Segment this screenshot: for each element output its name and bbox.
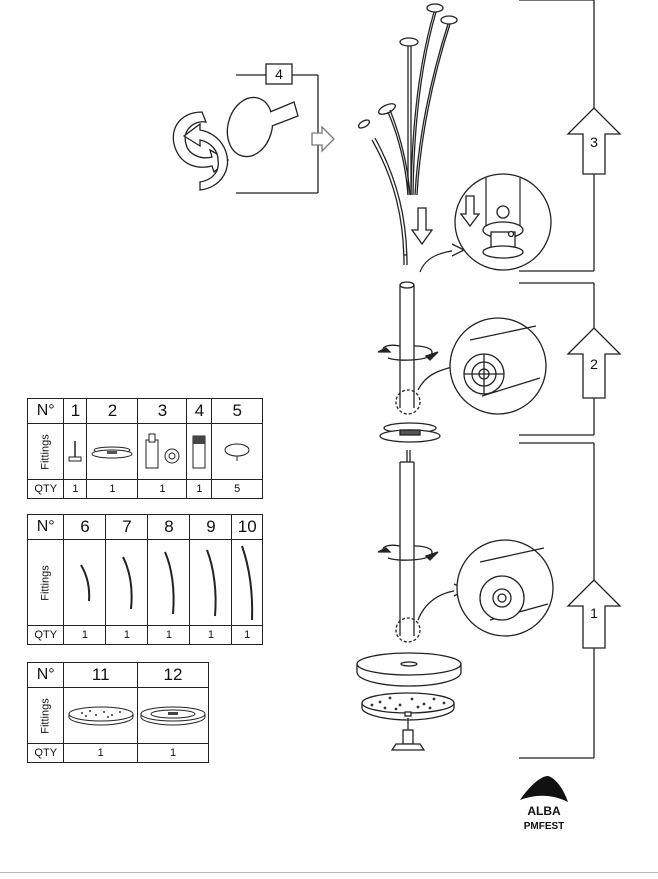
lamp-base xyxy=(356,652,462,751)
table1-col-4: 4 xyxy=(186,398,213,424)
table3-col-12: 12 xyxy=(137,662,209,688)
fitting-4-socket-icon xyxy=(186,423,213,480)
step4-number: 4 xyxy=(275,66,283,82)
lamp-arms-bundle xyxy=(357,3,466,273)
table2-qty-8: 1 xyxy=(147,625,191,645)
alba-logo xyxy=(520,776,568,802)
step-brackets xyxy=(519,0,595,759)
parts-table-2: N° 6 7 8 9 10 Fittings QTY 1 1 1 1 1 xyxy=(26,514,263,645)
table3-qty-label: QTY xyxy=(26,743,65,763)
table3-qty-11: 1 xyxy=(63,743,138,763)
step4-number-box xyxy=(265,63,293,85)
table2-col-6: 6 xyxy=(63,514,107,540)
table1-qty-2: 1 xyxy=(86,479,139,499)
table2-col-9: 9 xyxy=(189,514,233,540)
step4-rotate-shade-illustration xyxy=(172,74,335,194)
step1-number: 1 xyxy=(590,605,598,621)
fitting-6-arm-icon xyxy=(63,539,107,626)
detail-tube-end-middle xyxy=(449,317,547,415)
table1-col-2: 2 xyxy=(86,398,139,424)
table3-fittings-label: Fittings xyxy=(39,697,52,734)
table3-col-11: 11 xyxy=(63,662,138,688)
parts-table-3: N° 11 12 Fittings QTY 1 1 xyxy=(26,662,209,763)
table2-qty-label: QTY xyxy=(26,625,65,645)
table2-qty-9: 1 xyxy=(189,625,233,645)
table1-fittings-label: Fittings xyxy=(39,433,52,470)
fitting-12-base-cover-icon xyxy=(137,687,209,744)
fitting-10-arm-icon xyxy=(231,539,263,626)
lower-tube xyxy=(377,450,468,643)
parts-table-1: N° 1 2 3 4 5 Fittings QTY 1 1 1 1 5 xyxy=(26,398,263,499)
step2-arrow-icon xyxy=(566,327,622,399)
table2-col-7: 7 xyxy=(105,514,149,540)
table1-col-3: 3 xyxy=(137,398,188,424)
fitting-2-connector-plate-icon xyxy=(86,423,139,480)
table2-qty-6: 1 xyxy=(63,625,107,645)
detail-tube-end-lower xyxy=(456,539,554,637)
fitting-8-arm-icon xyxy=(147,539,191,626)
table1-col-5: 5 xyxy=(211,398,263,424)
fitting-11-base-plate-icon xyxy=(63,687,138,744)
page-bottom-divider xyxy=(0,872,658,873)
detail-socket-top xyxy=(454,173,552,271)
table2-col-10: 10 xyxy=(231,514,263,540)
step3-arrow-icon xyxy=(566,107,622,175)
brand-sub: PMFEST xyxy=(524,821,565,832)
table2-qty-7: 1 xyxy=(105,625,149,645)
fitting-7-arm-icon xyxy=(105,539,149,626)
fitting-3-tube-joint-icon xyxy=(137,423,188,480)
table2-no-label: N° xyxy=(26,514,65,540)
step2-number: 2 xyxy=(590,356,598,372)
table1-qty-label: QTY xyxy=(26,479,65,499)
table3-qty-12: 1 xyxy=(137,743,209,763)
table1-qty-3: 1 xyxy=(137,479,188,499)
connector-plate xyxy=(379,422,441,443)
table1-no-label: N° xyxy=(26,398,65,424)
table2-fittings-label: Fittings xyxy=(39,564,52,601)
brand-name: ALBA xyxy=(527,804,561,818)
table2-qty-10: 1 xyxy=(231,625,263,645)
fitting-1-screw-icon xyxy=(63,423,88,480)
fitting-5-shade-icon xyxy=(211,423,263,480)
table1-qty-1: 1 xyxy=(63,479,88,499)
table1-qty-4: 1 xyxy=(186,479,213,499)
table3-no-label: N° xyxy=(26,662,65,688)
fitting-9-arm-icon xyxy=(189,539,233,626)
step1-arrow-icon xyxy=(566,579,622,649)
table1-col-1: 1 xyxy=(63,398,88,424)
step3-number: 3 xyxy=(590,134,598,150)
table2-col-8: 8 xyxy=(147,514,191,540)
middle-tube xyxy=(377,281,464,415)
table1-qty-5: 5 xyxy=(211,479,263,499)
